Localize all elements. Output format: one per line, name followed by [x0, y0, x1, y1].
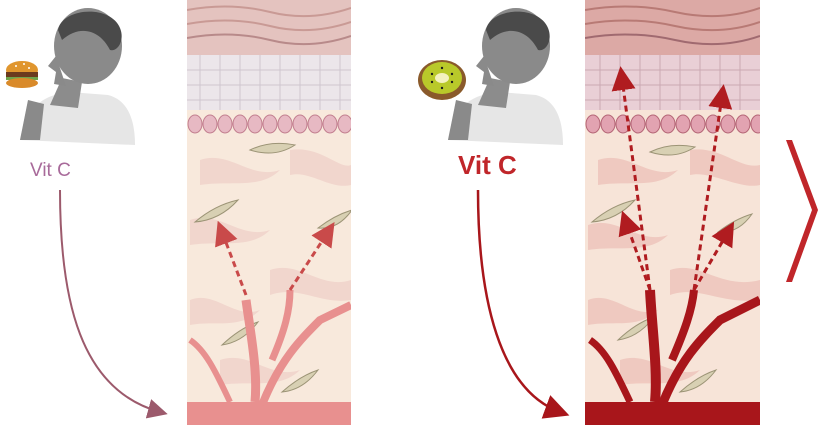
skin-panel-low — [187, 0, 351, 425]
vitamin-c-diffusion-arrows-low — [215, 220, 335, 296]
vitamin-c-label-high: Vit C — [458, 150, 517, 180]
blood-vessel-low — [187, 289, 351, 425]
skin-panel-high — [585, 0, 760, 425]
uptake-arrow-high — [476, 189, 570, 419]
person-eating-burger — [6, 8, 135, 145]
blood-vessel-high — [585, 289, 760, 425]
person-eating-kiwi — [418, 8, 563, 145]
greater-than-chevron-icon — [786, 140, 818, 282]
vitamin-c-label-low: Vit C — [30, 160, 71, 181]
kiwi-icon — [418, 60, 466, 100]
vitamin-c-diffusion-arrows-high — [611, 66, 735, 291]
uptake-arrow-low — [59, 189, 168, 419]
burger-icon — [6, 61, 38, 88]
